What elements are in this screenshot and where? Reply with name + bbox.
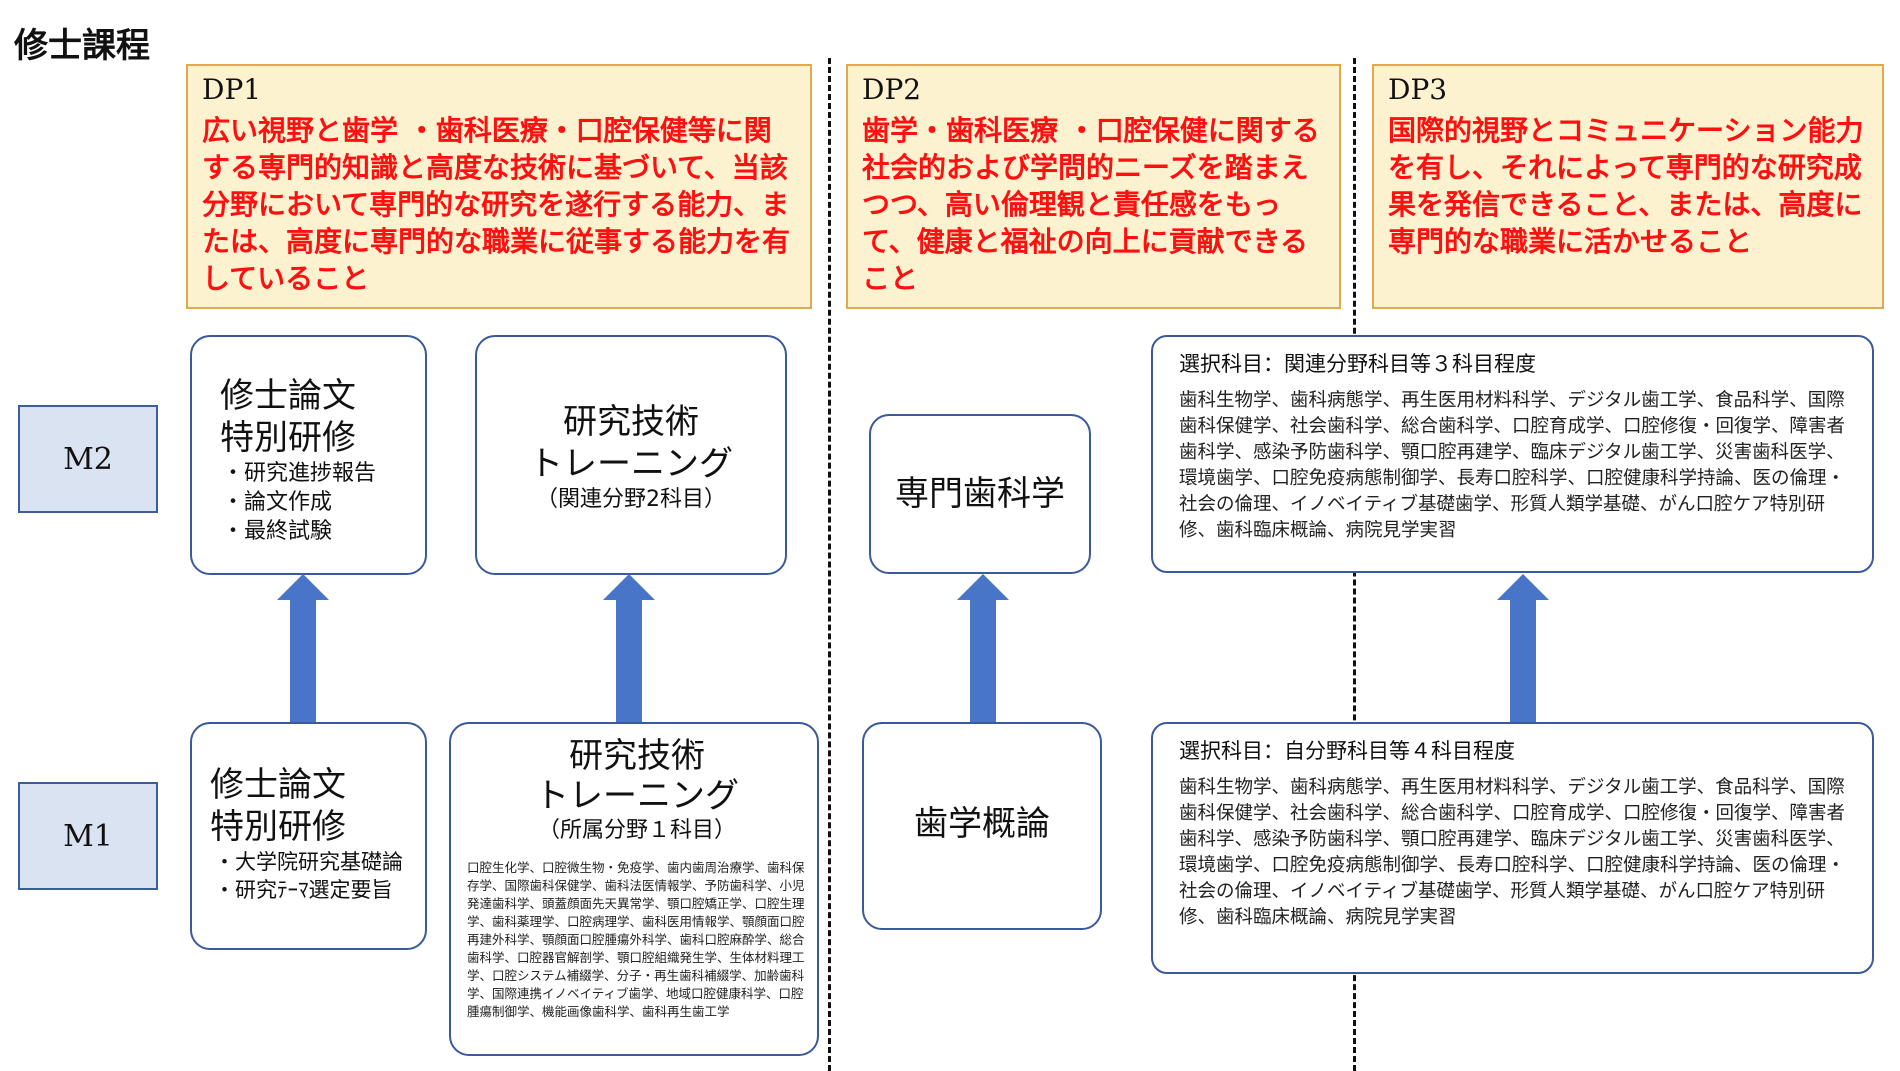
- m2-thesis-item: ・研究進捗報告: [222, 461, 377, 486]
- arrow-up-thesis: [277, 574, 329, 722]
- dp2-label: DP2: [862, 73, 922, 106]
- m1-research-subjects: 口腔生化学、口腔微生物・免疫学、歯内歯周治療学、歯科保存学、国際歯科保健学、歯科…: [467, 860, 805, 1019]
- arrow-up-shaft: [1510, 600, 1536, 722]
- column-divider-1: [828, 58, 831, 1071]
- m1-elective-title: 選択科目：自分野科目等４科目程度: [1179, 739, 1515, 763]
- arrow-up-elective: [1497, 574, 1549, 722]
- arrow-up-shaft: [616, 600, 642, 722]
- dp2-text: 歯学・歯科医療 ・口腔保健に関する社会的および学問的ニーズを踏まえつつ、高い倫理…: [862, 114, 1320, 295]
- page-title: 修士課程: [14, 26, 150, 66]
- arrow-up-shaft: [970, 600, 996, 722]
- m2-elective-body: 歯科生物学、歯科病態学、再生医用材料科学、デジタル歯工学、食品科学、国際歯科保健…: [1179, 390, 1846, 541]
- m1-research-card: 研究技術 トレーニング （所属分野１科目） 口腔生化学、口腔微生物・免疫学、歯内…: [449, 722, 819, 1056]
- m2-thesis-title2: 特別研修: [220, 418, 356, 458]
- m1-thesis-card: 修士論文 特別研修 ・大学院研究基礎論 ・研究ﾃｰﾏ選定要旨: [190, 722, 427, 950]
- arrow-up-head: [1497, 574, 1549, 600]
- m2-research-note: （関連分野2科目）: [536, 487, 726, 512]
- arrow-up-shaft: [290, 600, 316, 722]
- m1-thesis-title1: 修士論文: [210, 765, 346, 805]
- arrow-up-research: [603, 574, 655, 722]
- m2-research-title1: 研究技術: [563, 402, 699, 442]
- m1-elective-body: 歯科生物学、歯科病態学、再生医用材料科学、デジタル歯工学、食品科学、国際歯科保健…: [1179, 777, 1846, 928]
- arrow-up-head: [277, 574, 329, 600]
- m1-thesis-item: ・研究ﾃｰﾏ選定要旨: [214, 878, 393, 902]
- arrow-up-head: [957, 574, 1009, 600]
- m1-research-title1: 研究技術: [569, 736, 705, 776]
- m2-specialty-card: 専門歯科学: [869, 414, 1091, 574]
- m2-elective-card: 選択科目：関連分野科目等３科目程度 歯科生物学、歯科病態学、再生医用材料科学、デ…: [1151, 335, 1874, 573]
- m2-thesis-item: ・論文作成: [222, 490, 333, 515]
- m1-intro-card: 歯学概論: [862, 722, 1102, 930]
- dp3-box: DP3 国際的視野とコミュニケーション能力を有し、それによって専門的な研究成果を…: [1372, 64, 1884, 309]
- m1-intro-title: 歯学概論: [914, 804, 1050, 844]
- arrow-up-head: [603, 574, 655, 600]
- m2-elective-title: 選択科目：関連分野科目等３科目程度: [1179, 352, 1536, 376]
- m1-research-note: （所属分野１科目）: [537, 818, 736, 843]
- dp1-label: DP1: [202, 73, 262, 106]
- level-m2: M2: [18, 405, 158, 513]
- m2-research-title2: トレーニング: [529, 444, 733, 484]
- m1-thesis-title2: 特別研修: [210, 807, 346, 847]
- arrow-up-specialty: [957, 574, 1009, 722]
- m2-specialty-title: 専門歯科学: [895, 474, 1065, 514]
- dp1-box: DP1 広い視野と歯学 ・歯科医療・口腔保健等に関する専門的知識と高度な技術に基…: [186, 64, 812, 309]
- m1-thesis-item: ・大学院研究基礎論: [214, 850, 403, 874]
- m2-thesis-item: ・最終試験: [222, 519, 333, 544]
- dp3-text: 国際的視野とコミュニケーション能力を有し、それによって専門的な研究成果を発信でき…: [1388, 114, 1864, 258]
- m2-thesis-title1: 修士論文: [220, 376, 356, 416]
- dp3-label: DP3: [1388, 73, 1448, 106]
- dp1-text: 広い視野と歯学 ・歯科医療・口腔保健等に関する専門的知識と高度な技術に基づいて、…: [202, 114, 791, 295]
- m1-elective-card: 選択科目：自分野科目等４科目程度 歯科生物学、歯科病態学、再生医用材料科学、デジ…: [1151, 722, 1874, 974]
- m1-research-title2: トレーニング: [535, 776, 739, 816]
- m2-research-card: 研究技術 トレーニング （関連分野2科目）: [475, 335, 787, 575]
- dp2-box: DP2 歯学・歯科医療 ・口腔保健に関する社会的および学問的ニーズを踏まえつつ、…: [846, 64, 1341, 309]
- level-m1: M1: [18, 782, 158, 890]
- m2-thesis-card: 修士論文 特別研修 ・研究進捗報告 ・論文作成 ・最終試験: [190, 335, 427, 575]
